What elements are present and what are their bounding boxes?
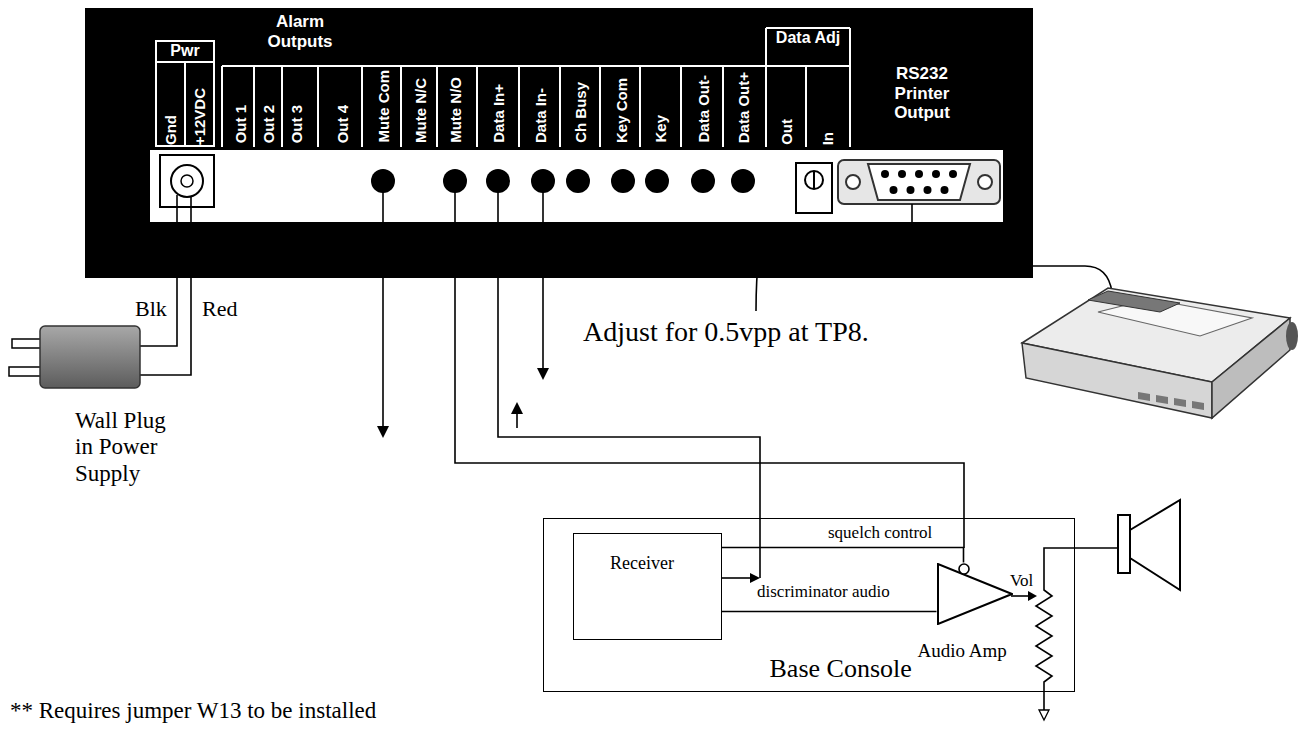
db9-pins — [881, 170, 957, 194]
terminal-wires — [383, 190, 543, 222]
amplifier-triangle — [938, 564, 1012, 624]
speaker-cone — [1130, 500, 1180, 590]
terminal-label: Out 3 — [288, 105, 305, 143]
control-label: Vol — [1010, 571, 1033, 591]
terminal-label: Data Out+ — [735, 72, 752, 143]
terminal-panel: Alarm OutputsOut 1 Out 2 Out 3 Out 4 Mute Co… — [85, 8, 1033, 278]
printer-side — [1212, 318, 1290, 418]
arrowhead — [537, 368, 549, 380]
grid-line — [184, 62, 186, 147]
inversion-bubble — [959, 564, 969, 574]
terminal-label: Out — [778, 119, 795, 145]
terminal-label: Gnd — [162, 115, 179, 145]
printer-button — [1174, 398, 1186, 407]
trim-pot — [796, 163, 832, 213]
red-wire — [190, 197, 192, 278]
amplifier-art — [937, 563, 1013, 625]
printer-button — [1156, 395, 1168, 404]
power-heading: Pwr — [157, 42, 213, 60]
printer-button — [1138, 392, 1150, 401]
plug-prong — [9, 367, 44, 376]
terminal-strip — [150, 150, 1003, 222]
connector-heading: RS232 Printer Output — [876, 64, 968, 123]
terminal-label: Data Out- — [695, 75, 712, 143]
printer-button — [1192, 401, 1204, 410]
db9-screw — [846, 175, 860, 189]
audio-tap — [722, 577, 751, 579]
db9-connector — [838, 160, 1000, 204]
black-wire — [176, 195, 178, 278]
wall-plug — [40, 326, 140, 388]
wire-label: Red — [202, 296, 237, 321]
amplifier-node: Audio Amp — [937, 563, 1013, 625]
paper-slot — [1088, 291, 1180, 312]
group-heading: Data Adj — [772, 29, 844, 47]
terminal-label: Data In- — [532, 88, 549, 143]
power-box: PwrGnd +12VDC — [155, 40, 215, 147]
signal-line — [722, 611, 937, 613]
panel-art — [85, 8, 1033, 278]
resistor-symbol — [1036, 548, 1118, 710]
edge-label: squelch control — [828, 523, 932, 543]
terminal-label: +12VDC — [191, 88, 208, 145]
amplifier-label: Audio Amp — [918, 640, 1007, 662]
power-jack — [171, 165, 203, 197]
part-label: Wall Plug in Power Supply — [75, 408, 183, 487]
terminal-label: Mute N/C — [412, 78, 429, 143]
terminal-label: Data In+ — [490, 84, 507, 143]
arrowhead — [1028, 591, 1037, 601]
box-title: Receiver — [610, 553, 674, 574]
group-heading: Alarm Outputs — [254, 12, 346, 51]
receiver-box: Receiver — [573, 533, 722, 640]
box-title: Base Console — [770, 654, 912, 684]
edge-label: discriminator audio — [757, 582, 890, 602]
wire-label: Blk — [135, 296, 167, 321]
power-jack — [160, 155, 214, 207]
plug-prong — [12, 339, 44, 348]
terminal-label: In — [819, 132, 836, 145]
arrowhead — [511, 402, 523, 414]
terminal-label: Key — [652, 115, 669, 143]
trim-pot — [805, 171, 823, 189]
terminal-label: Mute N/O — [447, 77, 464, 143]
wiper-arrow — [1011, 595, 1029, 597]
printer-knob — [1286, 322, 1298, 350]
terminal-label: Ch Busy — [572, 82, 589, 143]
note: Adjust for 0.5vpp at TP8. — [583, 316, 869, 348]
printer-cable — [911, 204, 913, 278]
terminal-label: Out 4 — [334, 105, 351, 143]
db9-screw — [978, 175, 992, 189]
terminal-label: Out 1 — [232, 105, 249, 143]
ground-symbol — [1039, 710, 1049, 720]
footnote: ** Requires jumper W13 to be installed — [10, 698, 376, 724]
speaker-symbol — [1118, 515, 1130, 573]
arrowhead — [377, 426, 389, 438]
terminal-label: Key Com — [613, 78, 630, 143]
signal-line — [722, 548, 964, 563]
console-box: Base Console Receiver Audio Amp — [543, 518, 1075, 692]
terminal-label: Out 2 — [260, 105, 277, 143]
printer-front — [1022, 343, 1212, 418]
signal-arrow — [516, 412, 518, 428]
terminal-label: Mute Com — [375, 70, 392, 143]
grid-line — [222, 65, 850, 67]
trim-pot — [813, 171, 815, 189]
db9-shell — [868, 164, 970, 200]
terminal-screws — [371, 169, 755, 193]
arrowhead — [750, 573, 760, 583]
power-jack — [181, 175, 193, 187]
